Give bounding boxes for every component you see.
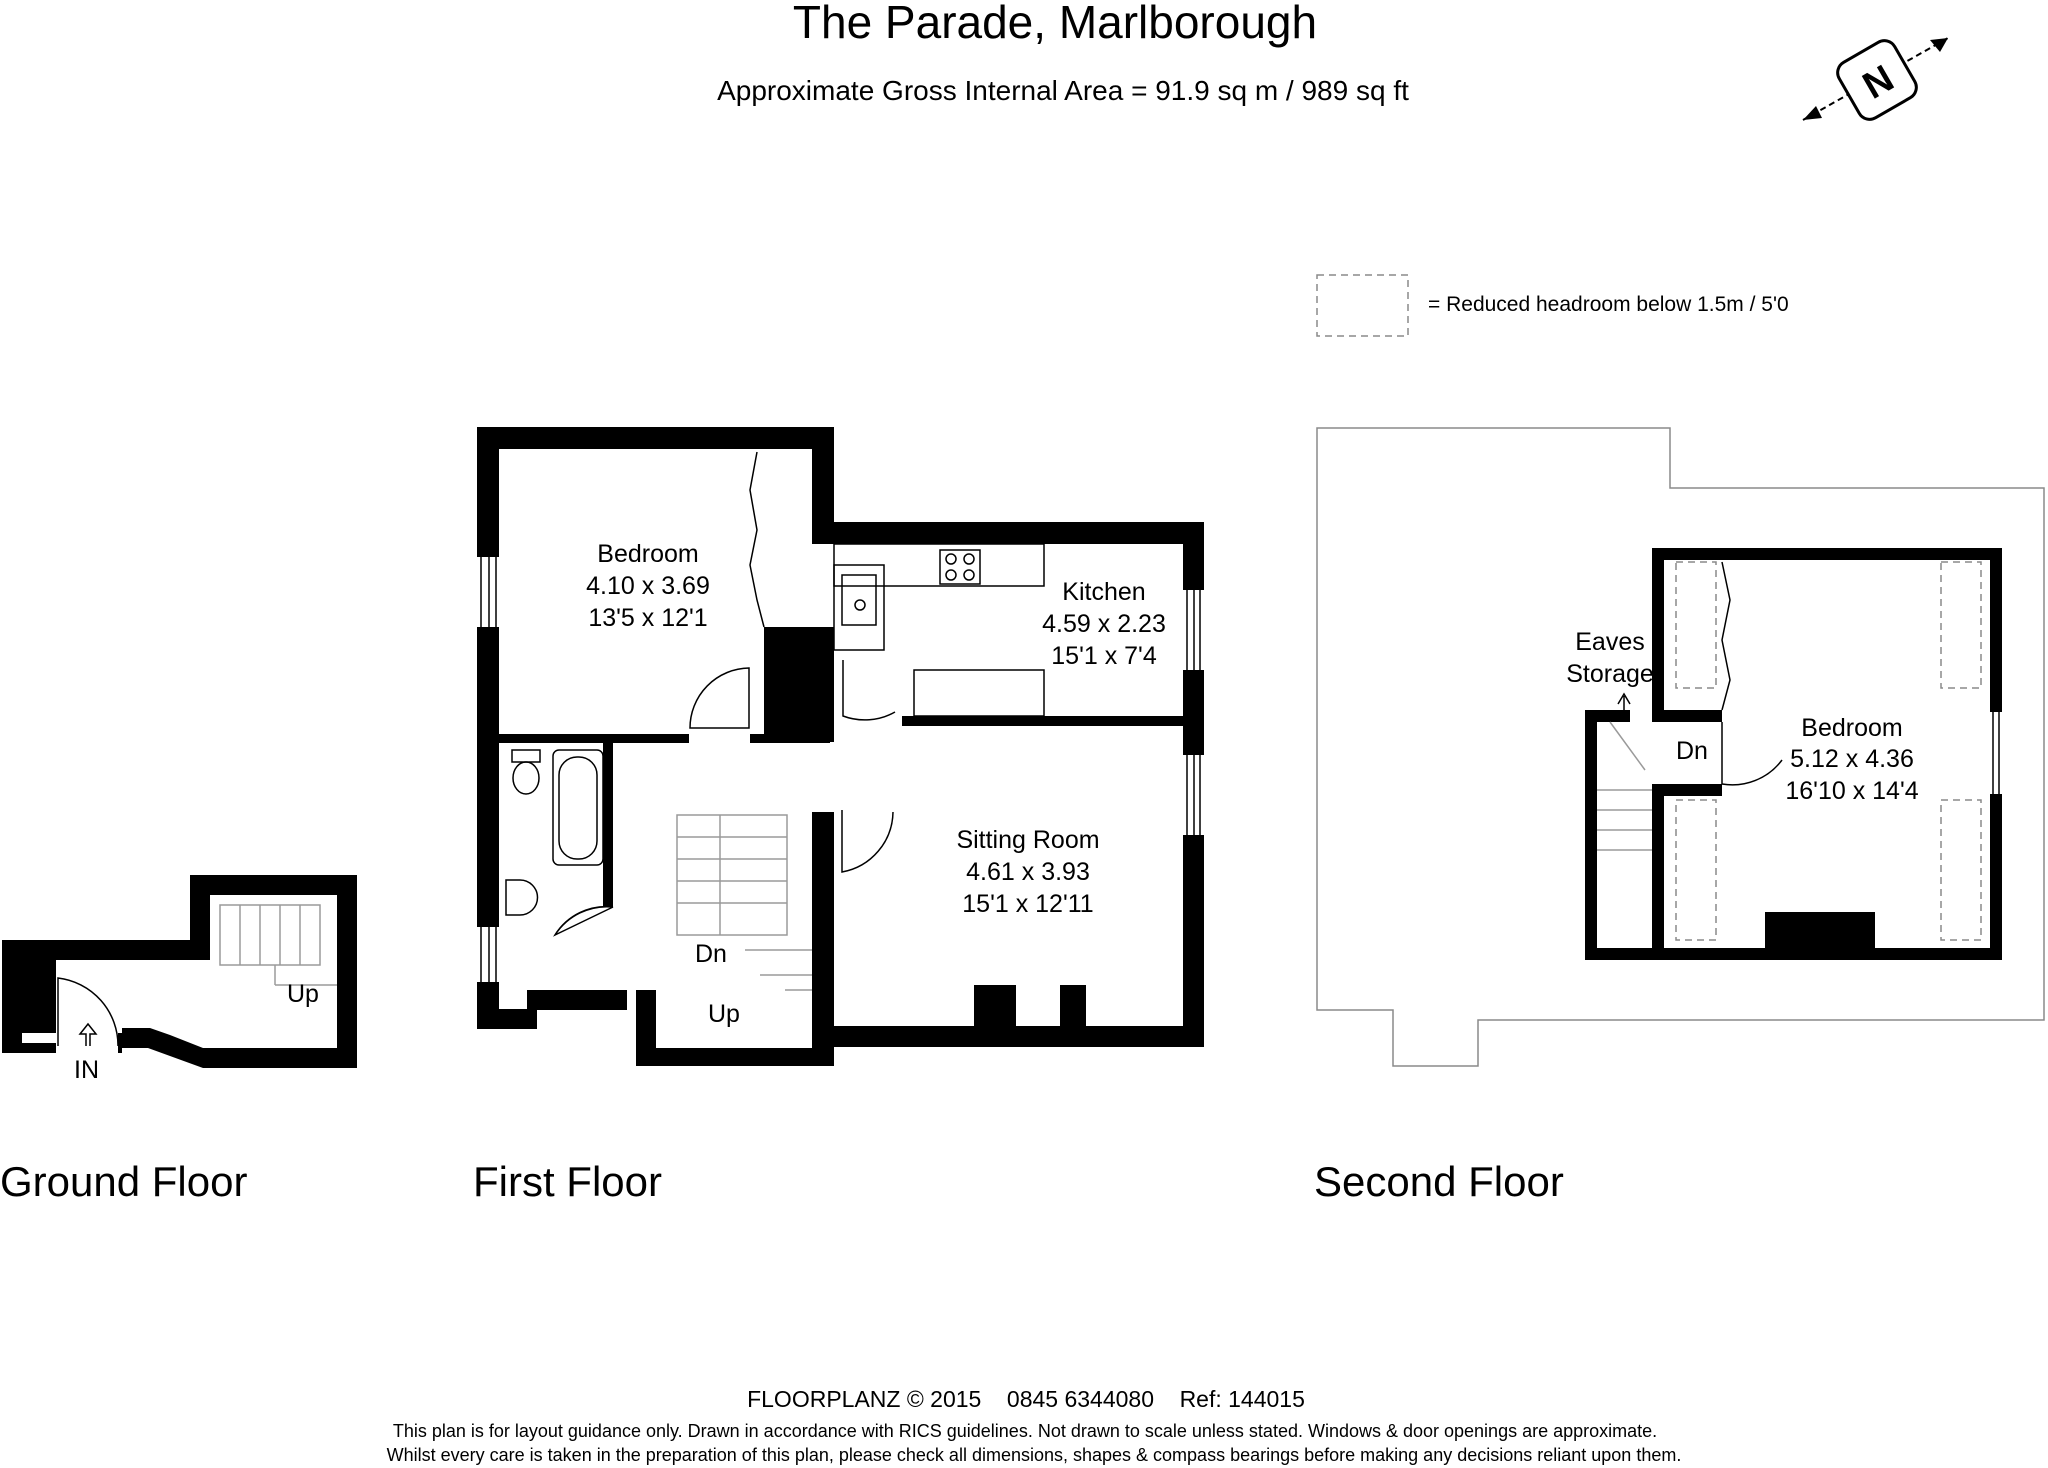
bath-icon (552, 749, 604, 866)
gross-internal-area: Approximate Gross Internal Area = 91.9 s… (717, 75, 1409, 106)
reduced-headroom-swatch (1316, 274, 1409, 337)
basin-icon (505, 879, 539, 916)
toilet-icon (511, 749, 541, 795)
eaves-storage-line1: Eaves (1575, 628, 1644, 656)
first-floor-up-label: Up (708, 1000, 740, 1028)
second-floor-plan: Eaves Storage Dn Bedroom 5.12 x 4.36 16'… (1316, 427, 2045, 1067)
second-floor-name: Second Floor (1314, 1158, 1564, 1205)
plan-title: The Parade, Marlborough (793, 0, 1317, 48)
second-floor-bedroom-name: Bedroom (1801, 714, 1902, 742)
footer-credit: FLOORPLANZ © 2015 0845 6344080 Ref: 1440… (747, 1386, 1305, 1412)
sitting-room-name: Sitting Room (956, 826, 1099, 854)
window-icon (477, 557, 1204, 982)
sitting-room-metric: 4.61 x 3.93 (966, 858, 1090, 886)
footer-disclaimer-1: This plan is for layout guidance only. D… (393, 1421, 1657, 1441)
entrance-label: IN (74, 1056, 99, 1084)
sitting-room-imperial: 15'1 x 12'11 (962, 890, 1093, 918)
eaves-storage-line2: Storage (1566, 660, 1654, 688)
ground-floor-name: Ground Floor (0, 1158, 247, 1205)
hob-icon (939, 549, 981, 585)
second-floor-bedroom-metric: 5.12 x 4.36 (1790, 745, 1914, 773)
first-floor-name: First Floor (473, 1158, 662, 1205)
kitchen-name: Kitchen (1062, 578, 1145, 606)
ground-floor-plan: Up IN (2, 875, 357, 1084)
ground-floor-up-label: Up (287, 980, 319, 1008)
kitchen-imperial: 15'1 x 7'4 (1051, 642, 1157, 670)
first-floor-bedroom-name: Bedroom (597, 540, 698, 568)
first-floor-bedroom-imperial: 13'5 x 12'1 (588, 604, 707, 632)
footer-disclaimer-2: Whilst every care is taken in the prepar… (387, 1445, 1682, 1465)
second-floor-dn-label: Dn (1676, 737, 1708, 765)
first-floor-plan: Bedroom 4.10 x 3.69 13'5 x 12'1 Kitchen … (477, 427, 1204, 1066)
reduced-headroom-legend: = Reduced headroom below 1.5m / 5'0 (1428, 293, 1789, 316)
north-compass-icon: N (1802, 37, 1949, 121)
first-floor-dn-label: Dn (695, 940, 727, 968)
second-floor-bedroom-imperial: 16'10 x 14'4 (1785, 777, 1918, 805)
kitchen-metric: 4.59 x 2.23 (1042, 610, 1166, 638)
first-floor-bedroom-metric: 4.10 x 3.69 (586, 572, 710, 600)
